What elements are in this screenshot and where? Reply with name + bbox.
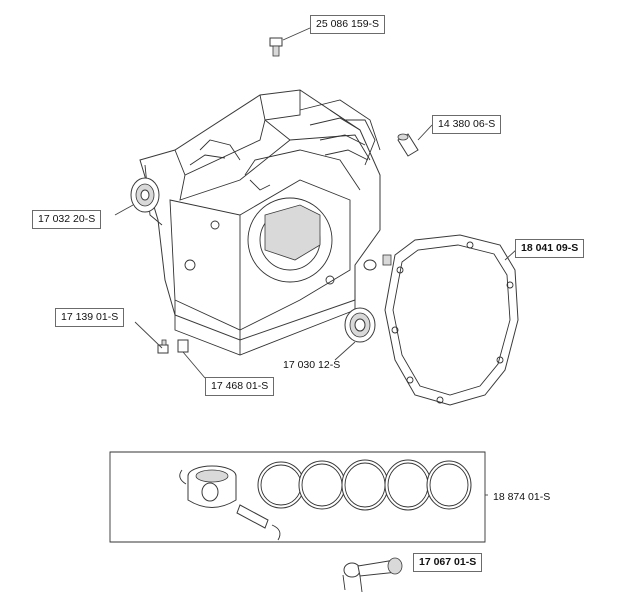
main-bearing-part xyxy=(344,307,376,343)
callout-plug-text: 17 139 01-S xyxy=(61,311,119,323)
callout-gasket-text: 18 041 09-S xyxy=(521,242,579,254)
washer-part xyxy=(363,254,392,271)
piston-pin-part xyxy=(179,469,281,541)
callout-conrod-text: 17 067 01-S xyxy=(419,556,477,568)
callout-gasket: 18 041 09-S xyxy=(515,239,585,258)
piston-part xyxy=(187,465,237,508)
callout-bolt: 25 086 159-S xyxy=(310,15,386,34)
callout-plug: 17 139 01-S xyxy=(55,308,125,327)
oil-seal-left-part xyxy=(130,177,160,213)
piston-kit-frame xyxy=(109,451,486,543)
piston-rings-part xyxy=(257,459,472,511)
callout-drain-text: 17 468 01-S xyxy=(211,380,269,392)
callout-conrod: 17 067 01-S xyxy=(413,553,483,572)
callout-piston-kit: 18 874 01-S xyxy=(488,489,555,506)
callout-bearing: 17 030 12-S xyxy=(278,357,345,374)
callout-bearing-text: 17 030 12-S xyxy=(283,359,341,371)
callout-bolt-text: 25 086 159-S xyxy=(316,18,380,30)
callout-drain: 17 468 01-S xyxy=(205,377,275,396)
dowel-pin-part xyxy=(397,133,419,157)
callout-dowel: 14 380 06-S xyxy=(432,115,502,134)
bolt-part xyxy=(269,37,283,57)
gasket-part xyxy=(384,234,519,406)
plug-part xyxy=(157,339,169,354)
callout-dowel-text: 14 380 06-S xyxy=(438,118,496,130)
crankcase-block xyxy=(139,89,381,356)
callout-seal-left: 17 032 20-S xyxy=(32,210,102,229)
callout-piston-kit-text: 18 874 01-S xyxy=(493,491,551,503)
connecting-rod-part xyxy=(342,557,403,593)
drain-plug-part xyxy=(177,339,189,353)
callout-seal-left-text: 17 032 20-S xyxy=(38,213,96,225)
